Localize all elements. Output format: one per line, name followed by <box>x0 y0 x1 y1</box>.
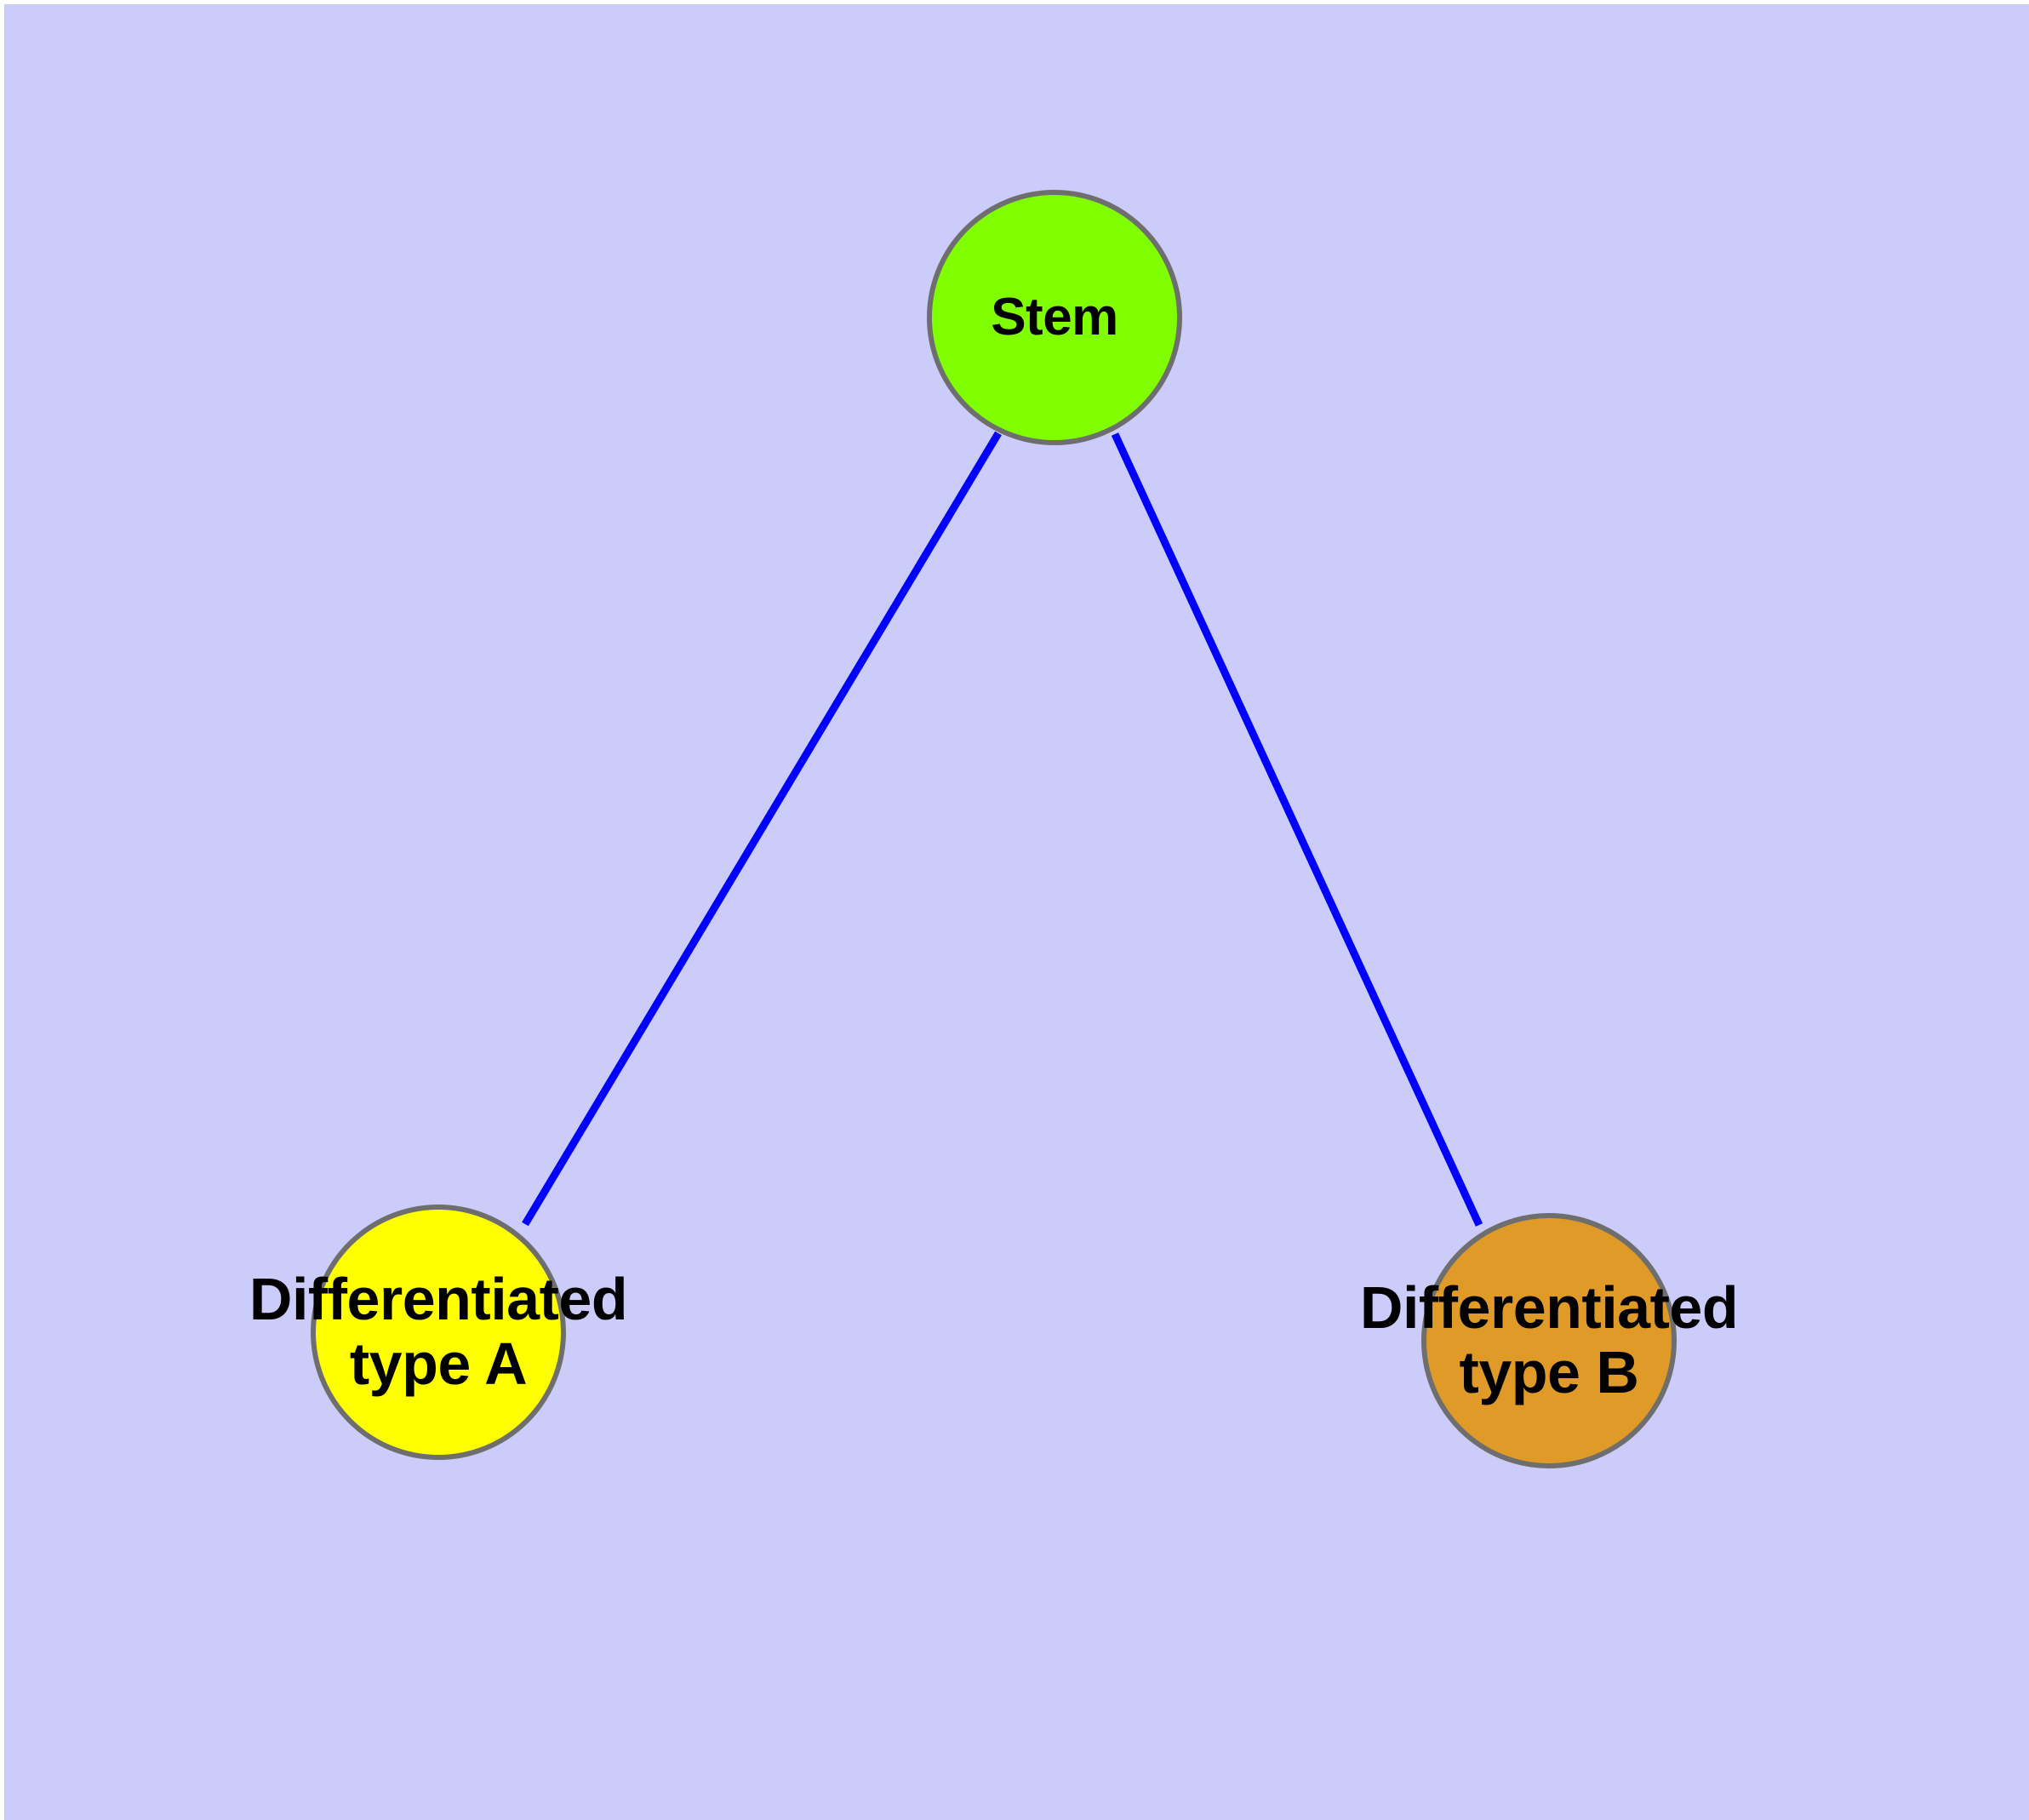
graph-edge-stem-to-diff-b[interactable] <box>1111 432 1483 1227</box>
graph-node-stem[interactable] <box>927 190 1182 445</box>
graph-node-diff_a[interactable] <box>311 1205 566 1460</box>
graph-node-diff_b[interactable] <box>1421 1213 1677 1468</box>
graph-edge-stem-to-diff-a[interactable] <box>522 431 1002 1227</box>
edge-layer <box>522 431 1483 1227</box>
